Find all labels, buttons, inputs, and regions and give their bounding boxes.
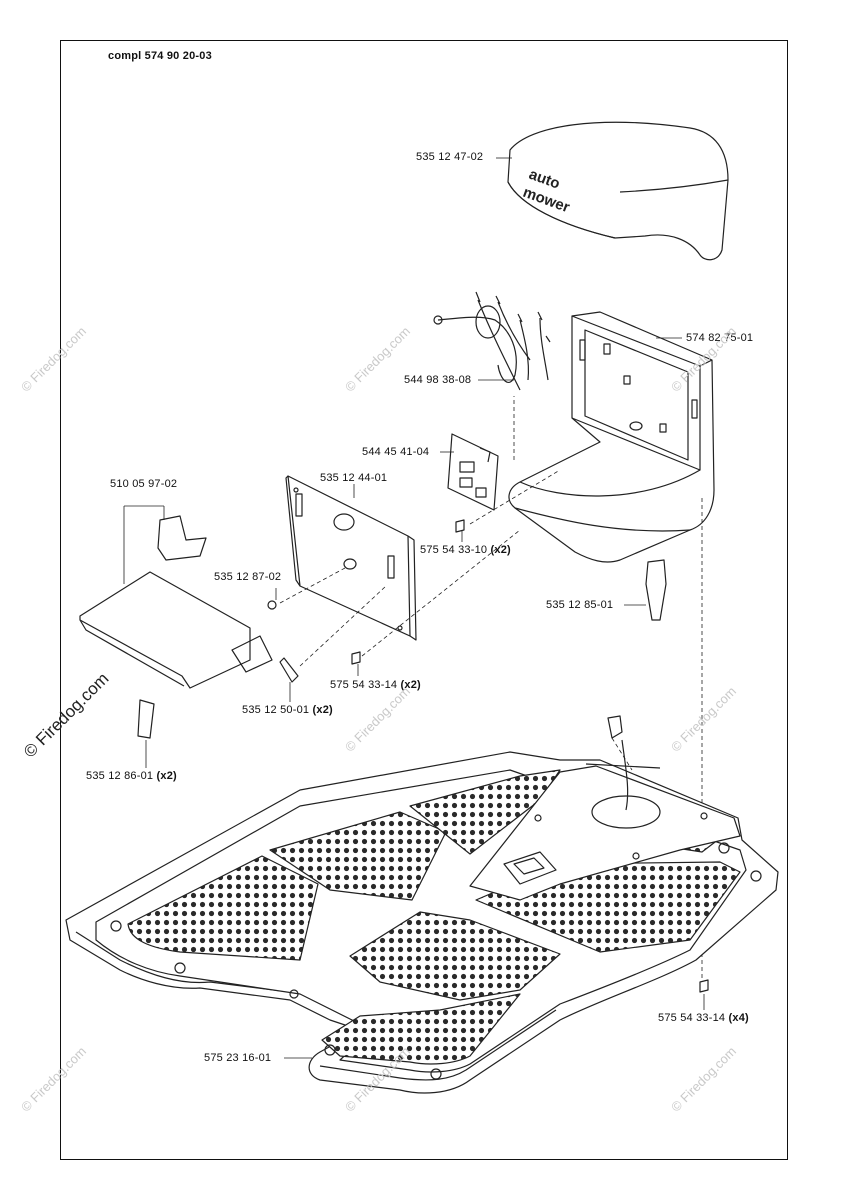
part-number: 575 54 33-14 <box>658 1012 726 1024</box>
part-label-p4: 544 45 41-04 <box>362 446 429 458</box>
part-label-p3: 544 98 38-08 <box>404 374 471 386</box>
part-label-p14: 575 23 16-01 <box>204 1052 271 1064</box>
part-number: 535 12 86-01 <box>86 770 154 782</box>
part-quantity: (x2) <box>400 679 421 691</box>
part-number: 510 05 97-02 <box>110 478 178 490</box>
part-label-p10: 575 54 33-14 (x2) <box>330 679 421 691</box>
wire-harness <box>433 291 551 391</box>
back-plate <box>285 475 417 641</box>
part-number: 544 98 38-08 <box>404 374 472 386</box>
part-quantity: (x4) <box>728 1012 749 1024</box>
lower-cover <box>79 515 273 689</box>
base-plate <box>65 739 779 1094</box>
part-label-p5: 535 12 44-01 <box>320 472 387 484</box>
part-number: 535 12 87-02 <box>214 571 282 583</box>
station-body <box>508 311 715 563</box>
part-quantity: (x2) <box>490 544 511 556</box>
part-label-p11: 535 12 50-01 (x2) <box>242 704 333 716</box>
circuit-board <box>447 433 499 511</box>
small-parts <box>137 519 709 993</box>
part-label-p2: 574 82 75-01 <box>686 332 753 344</box>
part-label-p9: 535 12 85-01 <box>546 599 613 611</box>
part-label-p1: 535 12 47-02 <box>416 151 483 163</box>
assembly-number-label: compl 574 90 20-03 <box>108 50 212 62</box>
part-quantity: (x2) <box>312 704 333 716</box>
part-number: 574 82 75-01 <box>686 332 754 344</box>
part-label-p6: 510 05 97-02 <box>110 478 177 490</box>
part-label-p7: 575 54 33-10 (x2) <box>420 544 511 556</box>
part-label-p8: 535 12 87-02 <box>214 571 281 583</box>
part-number: 535 12 85-01 <box>546 599 614 611</box>
drawing-frame <box>60 40 788 1160</box>
part-label-p12: 535 12 86-01 (x2) <box>86 770 177 782</box>
part-number: 575 54 33-10 <box>420 544 488 556</box>
part-number: 535 12 44-01 <box>320 472 388 484</box>
part-number: 544 45 41-04 <box>362 446 430 458</box>
part-number: 535 12 50-01 <box>242 704 310 716</box>
top-cover: auto mower <box>507 121 729 261</box>
part-label-p13: 575 54 33-14 (x4) <box>658 1012 749 1024</box>
part-number: 575 23 16-01 <box>204 1052 272 1064</box>
part-number: 575 54 33-14 <box>330 679 398 691</box>
part-number: 535 12 47-02 <box>416 151 484 163</box>
part-quantity: (x2) <box>156 770 177 782</box>
